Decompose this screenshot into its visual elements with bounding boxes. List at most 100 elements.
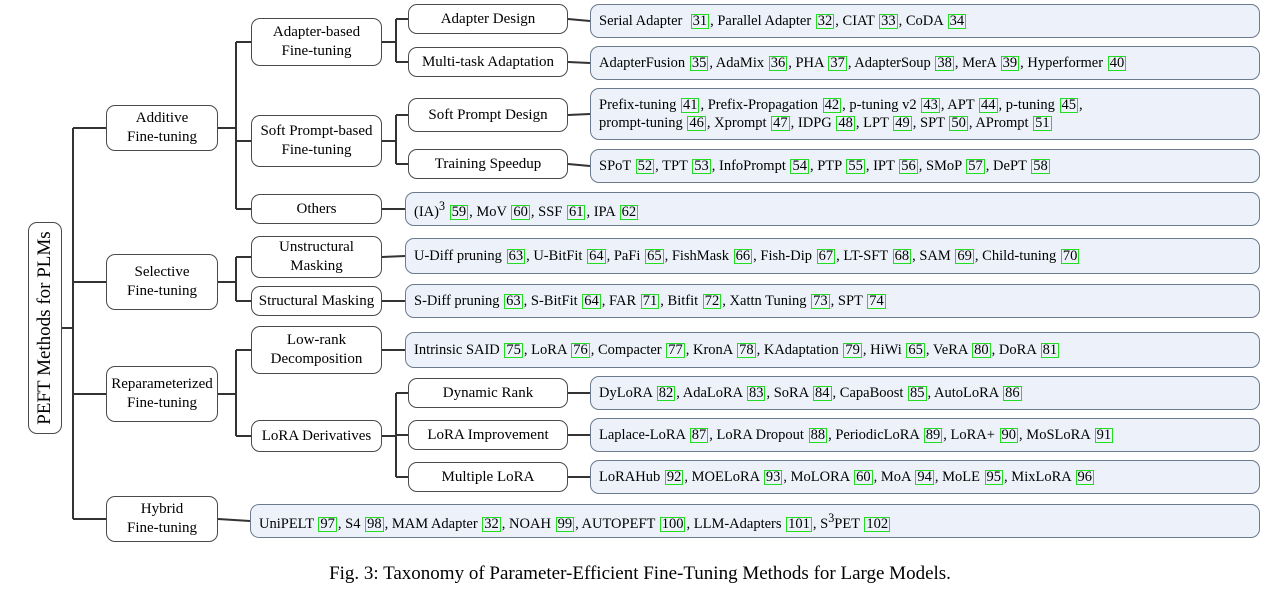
citation-ref[interactable]: 43 <box>921 97 940 113</box>
citation-ref[interactable]: 95 <box>984 469 1004 485</box>
citation-ref[interactable]: 66 <box>733 248 753 264</box>
citation-ref[interactable]: 86 <box>1003 385 1022 401</box>
citation-ref[interactable]: 52 <box>635 158 655 174</box>
citation-ref[interactable]: 96 <box>1075 469 1095 485</box>
edge-training_speedup-leaf <box>567 163 591 167</box>
citation-ref[interactable]: 31 <box>690 13 710 29</box>
edge-adapter_design-leaf <box>567 18 591 22</box>
citation-ref[interactable]: 38 <box>935 55 954 71</box>
citation-ref[interactable]: 48 <box>836 115 855 131</box>
citation-ref[interactable]: 60 <box>854 469 873 485</box>
citation-ref[interactable]: 39 <box>1000 55 1020 71</box>
leaf-line: S-Diff pruning 63, S-BitFit 64, FAR 71, … <box>414 292 887 310</box>
citation-ref[interactable]: 91 <box>1094 427 1114 443</box>
citation-ref[interactable]: 88 <box>808 427 828 443</box>
citation-ref[interactable]: 87 <box>689 427 709 443</box>
citation-ref[interactable]: 51 <box>1033 115 1052 131</box>
citation-ref[interactable]: 80 <box>972 342 991 358</box>
citation-ref[interactable]: 84 <box>813 385 832 401</box>
citation-ref[interactable]: 93 <box>763 469 783 485</box>
method-text: , AutoLoRA <box>927 385 1003 401</box>
citation-ref[interactable]: 69 <box>955 248 974 264</box>
citation-ref[interactable]: 76 <box>571 342 590 358</box>
citation-ref[interactable]: 57 <box>966 158 985 174</box>
edge-unstructural-leaf <box>381 255 406 258</box>
citation-ref[interactable]: 77 <box>666 342 685 358</box>
citation-ref[interactable]: 71 <box>640 293 660 309</box>
citation-ref[interactable]: 81 <box>1040 342 1060 358</box>
citation-ref[interactable]: 99 <box>555 515 575 532</box>
citation-ref[interactable]: 98 <box>365 515 384 532</box>
citation-ref[interactable]: 33 <box>879 13 898 29</box>
citation-ref[interactable]: 65 <box>906 342 925 358</box>
citation-ref[interactable]: 82 <box>656 385 676 401</box>
citation-ref[interactable]: 75 <box>504 342 523 358</box>
method-text <box>445 204 449 220</box>
leaf-dynamic_rank: DyLoRA 82, AdaLoRA 83, SoRA 84, CapaBoos… <box>590 376 1260 410</box>
citation-ref[interactable]: 102 <box>864 515 891 532</box>
figure-caption: Fig. 3: Taxonomy of Parameter-Efficient … <box>329 563 951 584</box>
citation-ref[interactable]: 60 <box>511 203 530 220</box>
node-adapter_design-cat: Adapter Design <box>408 4 568 34</box>
node-structural: Structural Masking <box>251 286 382 316</box>
citation-ref[interactable]: 54 <box>790 158 809 174</box>
citation-ref[interactable]: 89 <box>923 427 943 443</box>
citation-ref[interactable]: 61 <box>566 203 586 220</box>
method-text: , NOAH <box>501 515 555 532</box>
citation-ref[interactable]: 85 <box>908 385 927 401</box>
method-text: , SPT <box>912 115 949 131</box>
citation-ref[interactable]: 97 <box>318 515 337 532</box>
leaf-line: Laplace-LoRA 87, LoRA Dropout 88, Period… <box>599 426 1114 444</box>
citation-ref[interactable]: 73 <box>811 293 830 309</box>
method-text: , MoLE <box>934 469 984 485</box>
citation-ref[interactable]: 78 <box>737 342 756 358</box>
citation-ref[interactable]: 72 <box>702 293 722 309</box>
citation-ref[interactable]: 90 <box>999 427 1019 443</box>
citation-ref[interactable]: 40 <box>1107 55 1127 71</box>
citation-ref[interactable]: 70 <box>1060 248 1080 264</box>
superscript: 3 <box>438 199 446 214</box>
leaf-others: (IA)3 59, MoV 60, SSF 61, IPA 62 <box>405 192 1260 226</box>
citation-ref[interactable]: 74 <box>867 293 886 309</box>
citation-ref[interactable]: 32 <box>815 13 835 29</box>
method-text: Serial Adapter <box>599 13 690 29</box>
citation-ref[interactable]: 59 <box>449 203 469 220</box>
citation-ref[interactable]: 100 <box>659 515 686 532</box>
citation-ref[interactable]: 46 <box>687 115 706 131</box>
leaf-line: prompt-tuning 46, Xprompt 47, IDPG 48, L… <box>599 114 1083 132</box>
method-text: , IPA <box>586 203 619 220</box>
citation-ref[interactable]: 53 <box>692 158 711 174</box>
citation-ref[interactable]: 45 <box>1059 97 1079 113</box>
citation-ref[interactable]: 35 <box>689 55 709 71</box>
method-text: , TPT <box>655 158 692 174</box>
node-additive-label: Additive Fine-tuning <box>127 110 197 145</box>
citation-ref[interactable]: 37 <box>828 55 847 71</box>
citation-ref[interactable]: 83 <box>746 385 766 401</box>
method-text: , Xprompt <box>706 115 771 131</box>
citation-ref[interactable]: 64 <box>582 293 601 309</box>
citation-ref[interactable]: 32 <box>482 515 501 532</box>
citation-ref[interactable]: 65 <box>645 248 664 264</box>
citation-ref[interactable]: 92 <box>664 469 684 485</box>
citation-ref[interactable]: 36 <box>768 55 788 71</box>
citation-ref[interactable]: 55 <box>846 158 865 174</box>
citation-ref[interactable]: 34 <box>947 13 967 29</box>
citation-ref[interactable]: 47 <box>771 115 790 131</box>
citation-ref[interactable]: 68 <box>892 248 912 264</box>
citation-ref[interactable]: 62 <box>619 203 639 220</box>
citation-ref[interactable]: 49 <box>893 115 912 131</box>
citation-ref[interactable]: 79 <box>843 342 862 358</box>
citation-ref[interactable]: 64 <box>587 248 606 264</box>
citation-ref[interactable]: 94 <box>915 469 934 485</box>
citation-ref[interactable]: 56 <box>899 158 918 174</box>
citation-ref[interactable]: 42 <box>822 97 842 113</box>
citation-ref[interactable]: 101 <box>786 515 812 532</box>
citation-ref[interactable]: 67 <box>816 248 836 264</box>
citation-ref[interactable]: 63 <box>504 293 523 309</box>
citation-ref[interactable]: 41 <box>680 97 700 113</box>
citation-ref[interactable]: 63 <box>506 248 526 264</box>
citation-ref[interactable]: 58 <box>1031 158 1050 174</box>
citation-ref[interactable]: 44 <box>979 97 998 113</box>
citation-ref[interactable]: 50 <box>949 115 968 131</box>
leaf-line: Serial Adapter 31, Parallel Adapter 32, … <box>599 12 967 30</box>
